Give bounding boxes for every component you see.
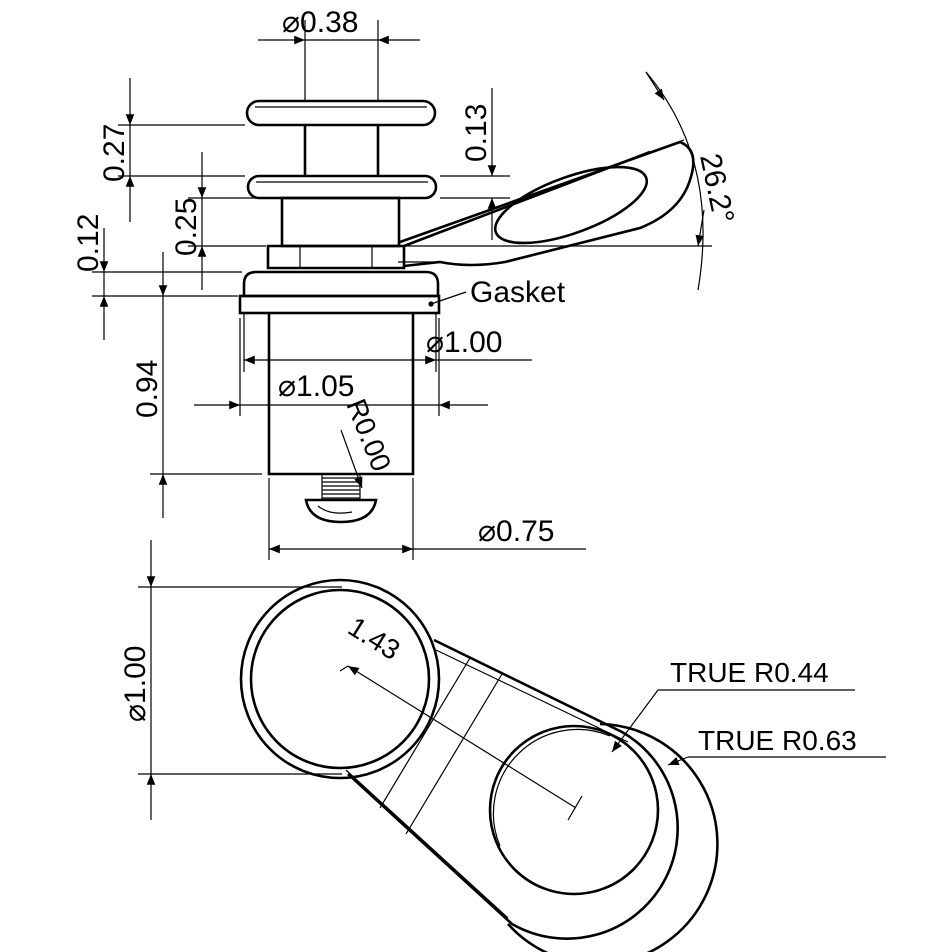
tip-radius-label: R0.00 — [340, 395, 397, 476]
tab-angle-label: 26.2° — [693, 151, 740, 227]
top-shaft-diameter-label: ⌀0.38 — [282, 6, 358, 39]
middle-flange — [246, 174, 438, 200]
flange-diameter-label: ⌀1.05 — [278, 370, 354, 403]
outer-radius-label: TRUE R0.63 — [698, 725, 857, 756]
gasket — [238, 294, 441, 315]
nut — [266, 244, 406, 270]
flange-spacing-label: 0.27 — [98, 124, 131, 182]
tab-hole — [488, 724, 660, 896]
disk-inner — [249, 588, 431, 770]
inner-radius-label: TRUE R0.44 — [670, 657, 829, 688]
side-view-dimensions: ⌀0.38 0.27 0.25 0.12 0.94 0.13 — [72, 6, 740, 560]
tab-outline — [347, 638, 679, 940]
nut-height-label: 0.12 — [72, 214, 105, 272]
disk-outer — [239, 578, 441, 780]
tab-outer-arc — [507, 722, 719, 952]
top-view — [239, 578, 719, 952]
barrel-length-label: 0.94 — [131, 360, 164, 418]
disk-diameter-label: ⌀1.00 — [119, 646, 152, 722]
center-distance-label: 1.43 — [343, 611, 406, 666]
angled-tab — [398, 140, 695, 268]
barrel-diameter-label: ⌀0.75 — [478, 515, 554, 548]
base-ring — [242, 270, 440, 298]
gasket-callout: Gasket — [470, 276, 566, 309]
top-view-dimensions: ⌀1.00 1.43 TRUE R0.44 TRUE R0.63 — [119, 540, 886, 821]
threaded-tip — [304, 474, 378, 524]
tab-thickness-label: 0.13 — [460, 104, 493, 162]
lower-body — [280, 196, 401, 248]
barrel — [267, 313, 415, 476]
gasket-diameter-label: ⌀1.00 — [426, 326, 502, 359]
lower-body-height-label: 0.25 — [170, 198, 203, 256]
top-flange — [245, 99, 437, 127]
side-view — [238, 99, 695, 524]
